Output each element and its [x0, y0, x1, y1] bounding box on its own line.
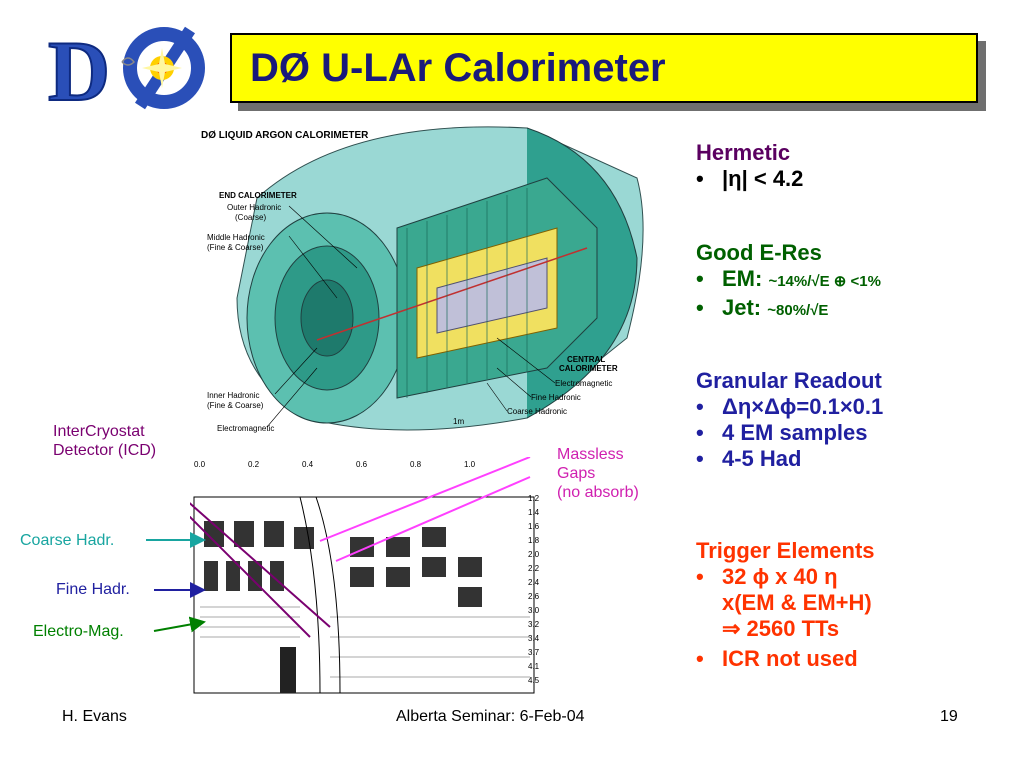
- figure-heading: DØ LIQUID ARGON CALORIMETER: [201, 130, 369, 141]
- label-electromagnetic-right: Electromagnetic: [555, 379, 612, 388]
- bullet: •: [696, 446, 704, 471]
- calorimeter-cutaway-figure: DØ LIQUID ARGON CALORIMETER END CALORIME…: [197, 118, 653, 442]
- bullet: •: [696, 166, 704, 191]
- hermetic-section: Hermetic • |η| < 4.2: [696, 140, 803, 192]
- massless-line2: Gaps: [557, 465, 596, 482]
- label-fine-coarse: (Fine & Coarse): [207, 243, 264, 252]
- coarse-hadr-label: Coarse Hadr.: [20, 532, 115, 549]
- eta-top-tick: 0.4: [302, 460, 314, 469]
- eta-top-tick: 0.2: [248, 460, 260, 469]
- label-central-2: CALORIMETER: [559, 364, 618, 373]
- svg-text:D: D: [48, 23, 110, 114]
- bullet: •: [696, 564, 704, 589]
- title-box: DØ U-LAr Calorimeter: [230, 33, 978, 103]
- eta-top-tick: 0.8: [410, 460, 422, 469]
- granular-heading: Granular Readout: [696, 368, 882, 393]
- trigger-item2: ICR not used: [722, 646, 858, 671]
- bullet: •: [696, 646, 704, 671]
- bullet: •: [696, 266, 704, 291]
- footer-author: H. Evans: [62, 708, 127, 725]
- massless-gaps-label: Massless Gaps (no absorb): [557, 445, 639, 502]
- massless-line3: (no absorb): [557, 484, 639, 501]
- eta-top-tick: 0.6: [356, 460, 368, 469]
- massless-line1: Massless: [557, 446, 624, 463]
- electro-mag-label: Electro-Mag.: [33, 623, 124, 640]
- label-middle-hadronic: Middle Hadronic: [207, 233, 265, 242]
- granular-item-3: 4-5 Had: [722, 446, 802, 471]
- label-coarse: (Coarse): [235, 213, 266, 222]
- label-fine-coarse-2: (Fine & Coarse): [207, 401, 264, 410]
- granular-section: Granular Readout • Δη×Δϕ=0.1×0.1 • 4 EM sa…: [696, 368, 883, 472]
- bullet: •: [696, 295, 704, 320]
- jet-res-value: ~80%/√E: [767, 302, 829, 319]
- trigger-item1-line1: 32 ϕ x 40 η: [722, 564, 838, 589]
- icd-label: InterCryostat Detector (ICD): [53, 422, 156, 460]
- label-central-1: CENTRAL: [567, 355, 605, 364]
- label-scale: 1m: [453, 417, 464, 426]
- icd-line1: InterCryostat: [53, 423, 145, 440]
- label-fine-hadronic: Fine Hadronic: [531, 393, 581, 402]
- label-outer-hadronic: Outer Hadronic: [227, 203, 281, 212]
- eres-heading: Good E-Res: [696, 240, 822, 265]
- footer-slide-number: 19: [940, 708, 958, 725]
- label-end-calorimeter: END CALORIMETER: [219, 191, 297, 200]
- trigger-heading: Trigger Elements: [696, 538, 875, 563]
- eta-top-labels: 0.0 0.2 0.4 0.6 0.8 1.0: [194, 460, 476, 469]
- eres-section: Good E-Res • EM: ~14%/√E ⊕ <1% • Jet: ~8…: [696, 240, 881, 324]
- label-inner-hadronic: Inner Hadronic: [207, 391, 259, 400]
- granular-item-2: 4 EM samples: [722, 420, 868, 445]
- fine-hadr-label: Fine Hadr.: [56, 581, 130, 598]
- icd-line2: Detector (ICD): [53, 442, 157, 459]
- slide-title: DØ U-LAr Calorimeter: [250, 45, 666, 90]
- footer-event: Alberta Seminar: 6-Feb-04: [396, 708, 585, 725]
- trigger-item1-line2: x(EM & EM+H): [722, 590, 872, 615]
- em-res-value: ~14%/√E ⊕ <1%: [768, 273, 881, 290]
- label-coarse-hadronic: Coarse Hadronic: [507, 407, 567, 416]
- hermetic-heading: Hermetic: [696, 140, 791, 165]
- d0-logo: D: [46, 22, 210, 114]
- granular-item-1: Δη×Δϕ=0.1×0.1: [722, 394, 884, 419]
- hermetic-eta-range: |η| < 4.2: [722, 166, 804, 191]
- em-res-label: EM:: [722, 266, 763, 291]
- jet-res-label: Jet:: [722, 295, 762, 320]
- eta-top-tick: 0.0: [194, 460, 206, 469]
- bullet: •: [696, 394, 704, 419]
- bullet: •: [696, 420, 704, 445]
- trigger-section: Trigger Elements • 32 ϕ x 40 η x(EM & EM…: [696, 538, 875, 672]
- label-electromagnetic-left: Electromagnetic: [217, 424, 274, 433]
- trigger-item1-line3: ⇒ 2560 TTs: [722, 616, 840, 641]
- eta-top-tick: 1.0: [464, 460, 476, 469]
